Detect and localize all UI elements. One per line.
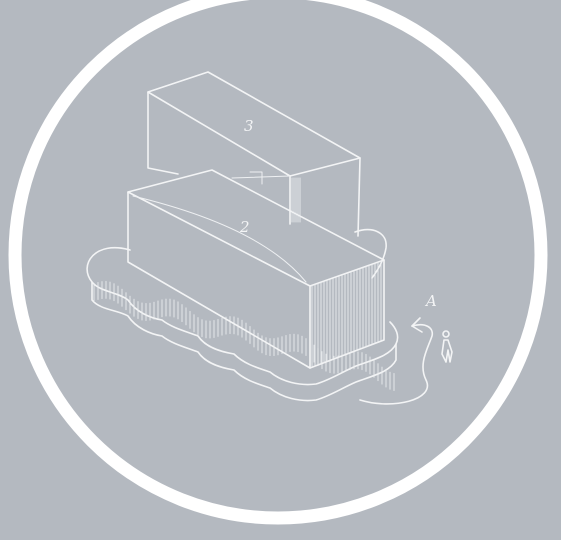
annotation-letter: A [424,292,437,310]
block-3 [148,72,360,236]
block-label-3: 3 [244,117,254,135]
frame-ring [15,0,541,518]
human-figure-icon [442,331,452,362]
block-label-2: 2 [239,218,250,236]
